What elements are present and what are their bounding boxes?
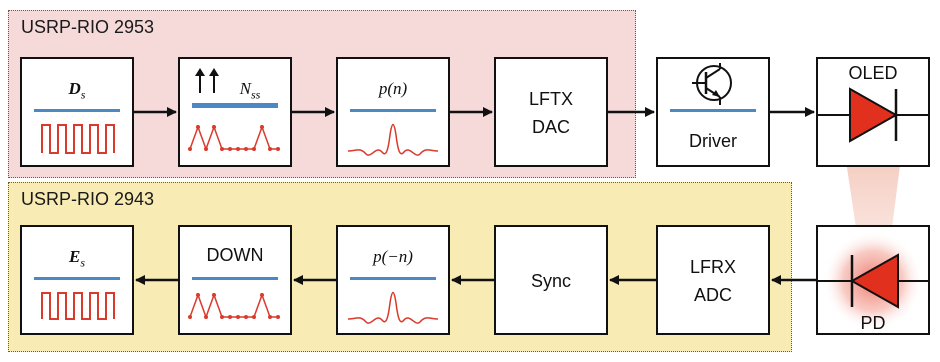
pd-label: PD [860,313,886,333]
sinc-pulse-icon-rx [347,291,439,324]
upsample-blue-line [192,103,278,108]
pulse-blue-line [350,109,436,112]
down-blue-line [192,277,278,280]
sparse-impulses-icon-rx [188,292,280,320]
oled-block: OLED [816,57,930,167]
photodiode-icon [818,231,928,331]
ds-symbol-block: Ds [20,57,134,167]
square-wave-icon-rx [41,292,115,320]
square-wave-icon [41,124,115,154]
upsample-label: Nss [239,79,261,102]
pulse-shaping-block: p(n) [336,57,450,167]
lftx-label: LFTX [528,89,573,109]
ds-blue-line [34,109,120,112]
sync-block: Sync [494,225,608,335]
es-symbol-block: Es [20,225,134,335]
es-blue-line [34,277,120,280]
lftx-dac-block: LFTX DAC [494,57,608,167]
transistor-icon [692,63,732,105]
panel-title-2953: USRP-RIO 2953 [21,17,155,37]
driver-blue-line [670,109,756,112]
pd-block: PD [816,225,930,335]
sync-label: Sync [530,271,572,291]
driver-block: Driver [656,57,770,167]
led-diode-icon [818,87,928,143]
driver-label: Driver [689,131,737,151]
down-label: DOWN [206,245,264,265]
matched-blue-line [350,277,436,280]
ds-label: Ds [68,79,86,102]
sinc-pulse-icon [347,123,439,156]
adc-label: ADC [693,285,732,305]
dac-label: DAC [531,117,570,137]
downsample-block: DOWN [178,225,292,335]
es-label: Es [68,247,85,270]
lfrx-adc-block: LFRX ADC [656,225,770,335]
sparse-impulses-icon [188,124,280,152]
upsample-block: Nss [178,57,292,167]
pulse-shape-label: p(n) [378,79,408,98]
matched-filter-label: p(−n) [373,247,413,266]
lfrx-label: LFRX [689,257,736,277]
panel-title-2943: USRP-RIO 2943 [21,189,155,209]
oled-label: OLED [848,63,898,83]
matched-filter-block: p(−n) [336,225,450,335]
up-arrows-icon [195,68,219,93]
